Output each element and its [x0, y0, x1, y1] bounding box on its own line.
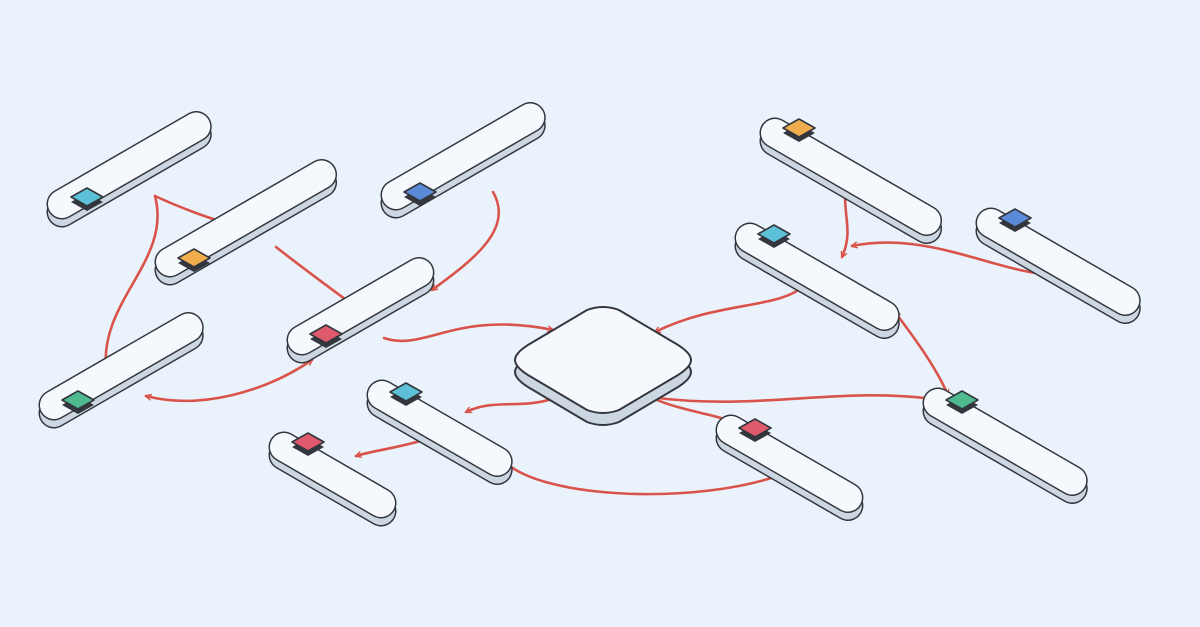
card-top — [382, 103, 545, 209]
node-card — [366, 379, 513, 485]
status-square-icon — [61, 390, 95, 414]
connection-arrow — [501, 458, 785, 496]
connection-arrow — [382, 323, 555, 343]
card-top — [761, 119, 941, 235]
connection-arrow — [102, 194, 159, 370]
card-top — [736, 224, 899, 330]
status-square-icon — [738, 418, 772, 442]
connection-arrow — [464, 396, 557, 414]
node-card — [154, 159, 338, 286]
status-square-icon — [757, 224, 791, 248]
status-square-icon — [945, 390, 979, 414]
nodes-layer — [38, 102, 1141, 527]
card-top — [368, 381, 512, 476]
connection-arrow — [648, 394, 942, 403]
card-top — [156, 160, 336, 276]
central-hub — [513, 306, 693, 426]
status-square-icon — [177, 248, 211, 272]
card-top — [717, 416, 862, 512]
node-card — [922, 387, 1088, 504]
card-top — [977, 209, 1140, 315]
connection-arrow — [653, 282, 808, 334]
node-card — [268, 431, 397, 527]
node-card — [759, 117, 943, 244]
status-square-icon — [70, 187, 104, 211]
status-square-icon — [782, 118, 816, 142]
status-square-icon — [309, 324, 343, 348]
card-top — [270, 433, 395, 517]
node-card — [380, 102, 546, 219]
card-top — [924, 389, 1087, 495]
hub-top — [513, 306, 693, 414]
node-card — [734, 222, 900, 339]
node-card — [975, 207, 1141, 324]
node-card — [38, 312, 204, 429]
node-card — [286, 257, 435, 364]
connection-arrow — [144, 358, 314, 403]
node-card — [46, 111, 212, 228]
status-square-icon — [998, 208, 1032, 232]
status-square-icon — [403, 182, 437, 206]
node-card — [715, 414, 864, 521]
status-square-icon — [389, 382, 423, 406]
connection-arrow — [430, 190, 500, 292]
status-square-icon — [291, 432, 325, 456]
connection-arrow — [893, 310, 950, 397]
